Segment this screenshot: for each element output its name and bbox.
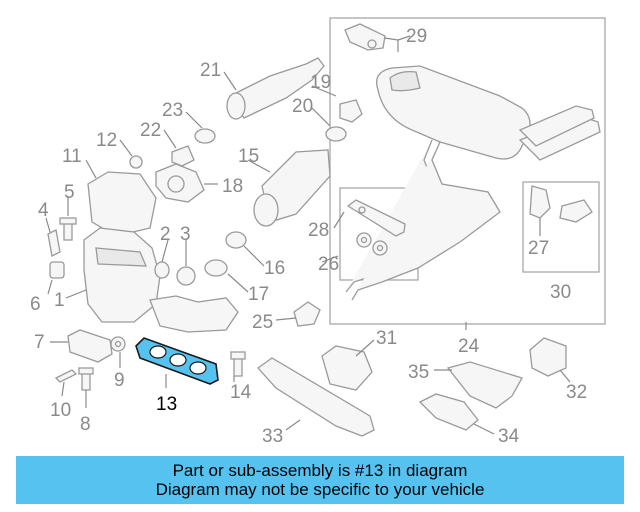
callout-32: 32 — [566, 382, 587, 403]
part-27-rubber-hanger[interactable] — [529, 185, 593, 223]
callout-21: 21 — [200, 60, 221, 81]
part-26-rubber-mount[interactable] — [356, 232, 388, 256]
part-12-nut[interactable] — [129, 155, 143, 169]
part-32-bracket[interactable] — [529, 337, 567, 377]
part-11-heat-shield[interactable] — [87, 171, 157, 237]
callout-30: 30 — [550, 282, 571, 303]
callout-27: 27 — [528, 238, 549, 259]
callout-20: 20 — [292, 96, 313, 117]
callout-1: 1 — [54, 290, 65, 311]
callout-25: 25 — [252, 312, 273, 333]
part-13-manifold-gasket[interactable] — [135, 337, 219, 385]
callout-4: 4 — [38, 200, 49, 221]
part-2-seal-ring[interactable] — [154, 261, 170, 279]
part-1-exhaust-manifold-turbo[interactable] — [83, 227, 239, 333]
part-8-bolt[interactable] — [78, 367, 94, 391]
part-28-mounting-bracket[interactable] — [346, 199, 406, 237]
part-4-bracket[interactable] — [47, 229, 61, 257]
callout-10: 10 — [50, 400, 71, 421]
callout-12: 12 — [96, 130, 117, 151]
callout-2: 2 — [160, 224, 171, 245]
callout-24: 24 — [458, 336, 480, 357]
part-23-gasket[interactable] — [194, 128, 216, 144]
callout-9: 9 — [114, 370, 125, 391]
subassembly-30-frame — [522, 181, 600, 273]
part-10-stud[interactable] — [54, 369, 78, 383]
part-24-rear-muffler-assembly[interactable] — [345, 65, 601, 301]
callout-11: 11 — [62, 146, 82, 167]
part-25-clamp[interactable] — [293, 301, 321, 327]
part-5-bolt[interactable] — [59, 217, 77, 241]
banner-line-1: Part or sub-assembly is #13 in diagram — [172, 461, 468, 480]
part-31-heat-shield[interactable] — [321, 345, 373, 391]
callout-5: 5 — [64, 182, 75, 203]
part-15-catalytic-converter[interactable] — [253, 149, 331, 227]
exhaust-parts-diagram: 29 21 19 20 23 22 12 15 11 18 5 4 2 3 28… — [30, 17, 606, 447]
callout-22: 22 — [140, 120, 161, 141]
part-7-bracket[interactable] — [67, 329, 113, 363]
part-19-clamp[interactable] — [339, 99, 363, 123]
callout-35: 35 — [408, 362, 429, 383]
callout-13: 13 — [156, 394, 177, 415]
callout-34: 34 — [498, 426, 520, 447]
callout-33: 33 — [262, 426, 283, 447]
part-16-clamp[interactable] — [225, 231, 247, 249]
callout-28: 28 — [308, 220, 329, 241]
part-18-valve-assembly[interactable] — [155, 163, 205, 203]
part-6-mount[interactable] — [49, 261, 65, 279]
callout-14: 14 — [230, 382, 252, 403]
callout-6: 6 — [30, 294, 41, 315]
callout-31: 31 — [376, 328, 397, 349]
callout-18: 18 — [222, 176, 243, 197]
part-14-bolt[interactable] — [230, 351, 246, 377]
part-33-heat-shield[interactable] — [257, 357, 375, 437]
part-29-hanger-bracket[interactable] — [344, 23, 399, 52]
part-20-gasket[interactable] — [325, 126, 347, 142]
callout-26: 26 — [318, 254, 339, 275]
part-34-heat-shield[interactable] — [418, 393, 479, 431]
part-35-heat-shield[interactable] — [446, 361, 523, 409]
callout-17: 17 — [248, 284, 269, 305]
callout-19: 19 — [310, 72, 331, 93]
callout-23: 23 — [162, 100, 183, 121]
banner-line-2: Diagram may not be specific to your vehi… — [155, 480, 485, 499]
part-9-washer[interactable] — [110, 336, 126, 352]
part-17-gasket[interactable] — [204, 259, 228, 277]
part-21-front-exhaust-pipe[interactable] — [226, 57, 325, 120]
callout-8: 8 — [80, 414, 91, 435]
callout-29: 29 — [406, 26, 427, 47]
callout-7: 7 — [34, 332, 45, 353]
callout-3: 3 — [180, 224, 191, 245]
callout-15: 15 — [238, 146, 259, 167]
part-3-clamp-ring[interactable] — [176, 266, 196, 286]
part-22-clamp[interactable] — [171, 145, 195, 167]
callout-16: 16 — [264, 258, 285, 279]
part-info-banner: Part or sub-assembly is #13 in diagram D… — [16, 456, 624, 504]
